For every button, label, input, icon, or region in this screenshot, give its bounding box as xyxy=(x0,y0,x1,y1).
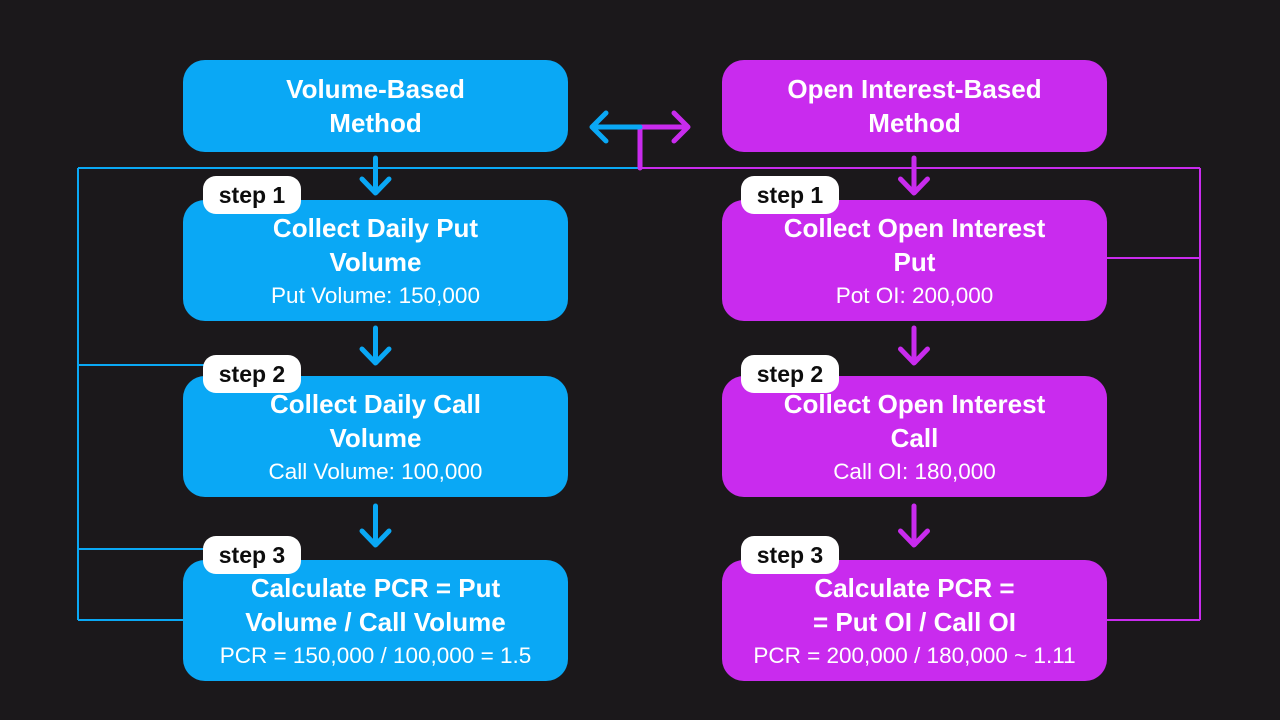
node-title-line: Volume xyxy=(329,422,422,453)
node-collect-call-volume: Collect Daily Call Volume Call Volume: 1… xyxy=(183,376,568,497)
node-calculate-pcr-oi: Calculate PCR = = Put OI / Call OI PCR =… xyxy=(722,560,1107,681)
node-title: Collect Open Interest Put xyxy=(784,211,1046,279)
node-title-line: Put xyxy=(893,246,936,277)
header-title: Open Interest-Based Method xyxy=(787,72,1041,140)
node-detail: PCR = 200,000 / 180,000 ~ 1.11 xyxy=(753,642,1076,668)
step-badge-volume-2: step 2 xyxy=(203,355,301,393)
node-title: Calculate PCR = Put Volume / Call Volume xyxy=(245,571,506,639)
node-detail: PCR = 150,000 / 100,000 = 1.5 xyxy=(219,642,532,668)
node-detail: Pot OI: 200,000 xyxy=(835,282,994,308)
step-badge-oi-2: step 2 xyxy=(741,355,839,393)
node-title: Calculate PCR = = Put OI / Call OI xyxy=(813,571,1016,639)
header-title-line: Method xyxy=(329,108,422,138)
left-bracket-lines xyxy=(77,167,640,621)
node-title: Collect Daily Call Volume xyxy=(270,387,481,455)
node-title: Collect Open Interest Call xyxy=(784,387,1046,455)
step-badge-oi-3: step 3 xyxy=(741,536,839,574)
node-title-line: Volume / Call Volume xyxy=(245,606,506,637)
magenta-right-arrow-icon xyxy=(637,110,691,171)
node-title-line: Collect Daily Call xyxy=(270,388,481,419)
blue-left-arrow-icon xyxy=(589,110,643,144)
step-badge-volume-1: step 1 xyxy=(203,176,301,214)
node-collect-oi-call: Collect Open Interest Call Call OI: 180,… xyxy=(722,376,1107,497)
node-collect-oi-put: Collect Open Interest Put Pot OI: 200,00… xyxy=(722,200,1107,321)
step-badge-volume-3: step 3 xyxy=(203,536,301,574)
node-title-line: Collect Open Interest xyxy=(783,388,1046,419)
node-title-line: Volume xyxy=(329,246,422,277)
node-collect-put-volume: Collect Daily Put Volume Put Volume: 150… xyxy=(183,200,568,321)
blue-down-arrow-icons xyxy=(359,155,392,548)
node-title: Collect Daily Put Volume xyxy=(273,211,478,279)
header-title: Volume-Based Method xyxy=(286,72,465,140)
header-title-line: Volume-Based xyxy=(286,74,465,104)
node-title-line: = Put OI / Call OI xyxy=(813,606,1016,637)
node-detail: Put Volume: 150,000 xyxy=(271,282,480,308)
right-bracket-lines xyxy=(640,167,1201,621)
header-title-line: Open Interest-Based xyxy=(787,74,1042,104)
node-title-line: Calculate PCR = Put xyxy=(250,572,501,603)
header-title-line: Method xyxy=(868,108,961,138)
node-detail: Call OI: 180,000 xyxy=(833,458,996,484)
magenta-down-arrow-icons xyxy=(898,155,930,548)
node-title-line: Calculate PCR = xyxy=(814,572,1015,603)
node-volume-method-header: Volume-Based Method xyxy=(183,60,568,152)
node-title-line: Call xyxy=(890,422,939,453)
node-title-line: Collect Open Interest xyxy=(783,212,1046,243)
step-badge-oi-1: step 1 xyxy=(741,176,839,214)
node-title-line: Collect Daily Put xyxy=(272,212,479,243)
node-open-interest-method-header: Open Interest-Based Method xyxy=(722,60,1107,152)
node-detail: Call Volume: 100,000 xyxy=(268,458,483,484)
node-calculate-pcr-volume: Calculate PCR = Put Volume / Call Volume… xyxy=(183,560,568,681)
